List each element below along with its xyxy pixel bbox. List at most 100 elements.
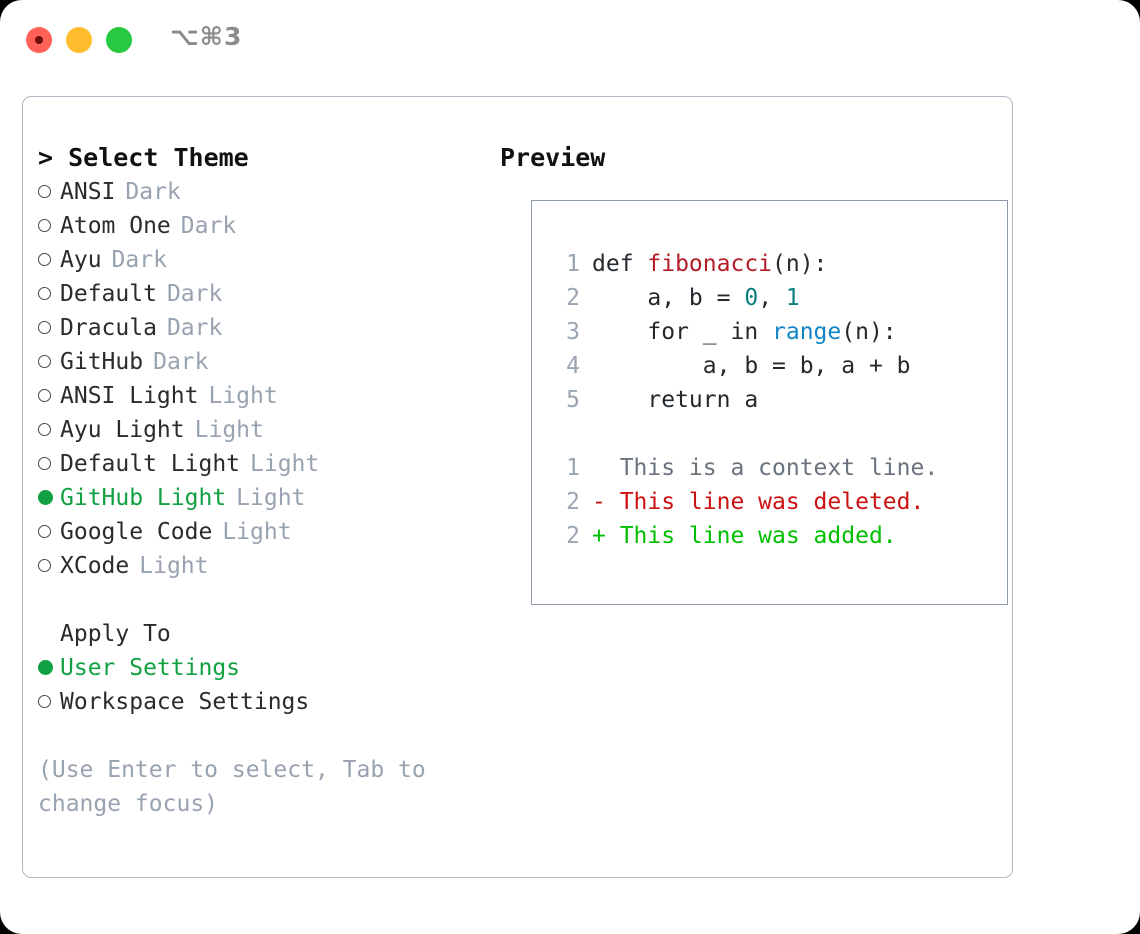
diff-line-number: 1 [566,455,580,481]
apply-to-option-label: User Settings [60,655,241,681]
radio-selected-icon [38,650,60,684]
code-line: 4 a, b = b, a + b [554,349,1007,383]
theme-option-label: Default Light [60,451,241,477]
code-token-plain: return a [592,387,759,413]
code-token-plain: def [592,251,648,277]
diff-sample: 1 This is a context line. 2 - This line wa… [554,451,1007,553]
theme-option-label: Default [60,281,157,307]
theme-option-github[interactable]: GitHub Dark [38,345,488,379]
close-button[interactable] [26,27,52,53]
code-token-plain: for _ in [592,319,773,345]
theme-variant-badge: Light [194,417,264,443]
radio-unselected-icon [38,548,60,582]
theme-option-atom-one[interactable]: Atom One Dark [38,209,488,243]
code-token-num: 0 [744,285,759,311]
theme-variant-badge: Dark [125,179,181,205]
code-token-plain: (n): [841,319,897,345]
code-line-number: 2 [566,285,580,311]
theme-option-ansi[interactable]: ANSI Dark [38,175,488,209]
theme-option-label: GitHub [60,349,144,375]
apply-to-option-user-settings[interactable]: User Settings [38,651,488,685]
apply-to-option-label: Workspace Settings [60,689,310,715]
theme-option-label: Atom One [60,213,171,239]
code-token-plain: (n): [772,251,828,277]
theme-option-label: Ayu [60,247,102,273]
code-line-number: 4 [566,353,580,379]
radio-unselected-icon [38,310,60,344]
select-theme-heading: > Select Theme [38,143,249,172]
code-token-fn: fibonacci [647,251,773,277]
maximize-button[interactable] [106,27,132,53]
theme-option-ayu-light[interactable]: Ayu Light Light [38,413,488,447]
theme-option-default-light[interactable]: Default Light Light [38,447,488,481]
theme-option-dracula[interactable]: Dracula Dark [38,311,488,345]
code-diff-gap [554,417,1007,451]
theme-option-label: ANSI Light [60,383,199,409]
diff-line-del: 2 - This line was deleted. [554,485,1007,519]
diff-line-ctx: 1 This is a context line. [554,451,1007,485]
code-line: 5 return a [554,383,1007,417]
radio-unselected-icon [38,412,60,446]
code-line: 2 a, b = 0, 1 [554,281,1007,315]
theme-variant-badge: Light [236,485,306,511]
theme-variant-badge: Dark [153,349,209,375]
theme-option-label: XCode [60,553,130,579]
theme-variant-badge: Light [208,383,278,409]
diff-line-text: This is a context line. [592,455,939,481]
theme-option-ansi-light[interactable]: ANSI Light Light [38,379,488,413]
title-bar: ⌥⌘3 [0,0,1140,78]
radio-unselected-icon [38,684,60,718]
keyboard-shortcut-label: ⌥⌘3 [170,22,243,51]
diff-line-text: - This line was deleted. [592,489,925,515]
preview-heading: Preview [500,143,606,172]
theme-variant-badge: Light [222,519,292,545]
radio-unselected-icon [38,378,60,412]
radio-unselected-icon [38,514,60,548]
code-token-plain: a, b = b, a + b [592,353,911,379]
theme-option-label: GitHub Light [60,485,227,511]
code-token-call: range [772,319,842,345]
theme-option-google-code[interactable]: Google Code Light [38,515,488,549]
theme-variant-badge: Light [250,451,320,477]
theme-option-label: Ayu Light [60,417,185,443]
code-line-number: 5 [566,387,580,413]
keyboard-hint-text: (Use Enter to select, Tab to change focu… [38,757,440,817]
theme-variant-badge: Dark [166,315,223,341]
theme-variant-badge: Dark [180,213,237,239]
radio-selected-icon [38,480,60,514]
radio-unselected-icon [38,242,60,276]
list-spacer [38,583,488,617]
theme-option-label: Dracula [60,315,157,341]
radio-unselected-icon [38,276,60,310]
theme-option-label: Google Code [60,519,213,545]
apply-to-heading: Apply To [60,621,171,647]
minimize-button[interactable] [66,27,92,53]
diff-line-text: + This line was added. [592,523,897,549]
code-line-number: 3 [566,319,580,345]
theme-option-ayu[interactable]: Ayu Dark [38,243,488,277]
diff-line-add: 2 + This line was added. [554,519,1007,553]
radio-unselected-icon [38,174,60,208]
code-line-number: 1 [566,251,580,277]
theme-option-github-light[interactable]: GitHub Light Light [38,481,488,515]
theme-option-label: ANSI [60,179,116,205]
theme-variant-badge: Light [139,553,209,579]
diff-line-number: 2 [566,523,580,549]
theme-option-xcode[interactable]: XCode Light [38,549,488,583]
apply-to-option-workspace-settings[interactable]: Workspace Settings [38,685,488,719]
code-line: 1 def fibonacci(n): [554,247,1007,281]
radio-unselected-icon [38,208,60,242]
radio-unselected-icon [38,344,60,378]
theme-variant-badge: Dark [111,247,167,273]
diff-line-number: 2 [566,489,580,515]
code-token-plain: a, b = [592,285,745,311]
